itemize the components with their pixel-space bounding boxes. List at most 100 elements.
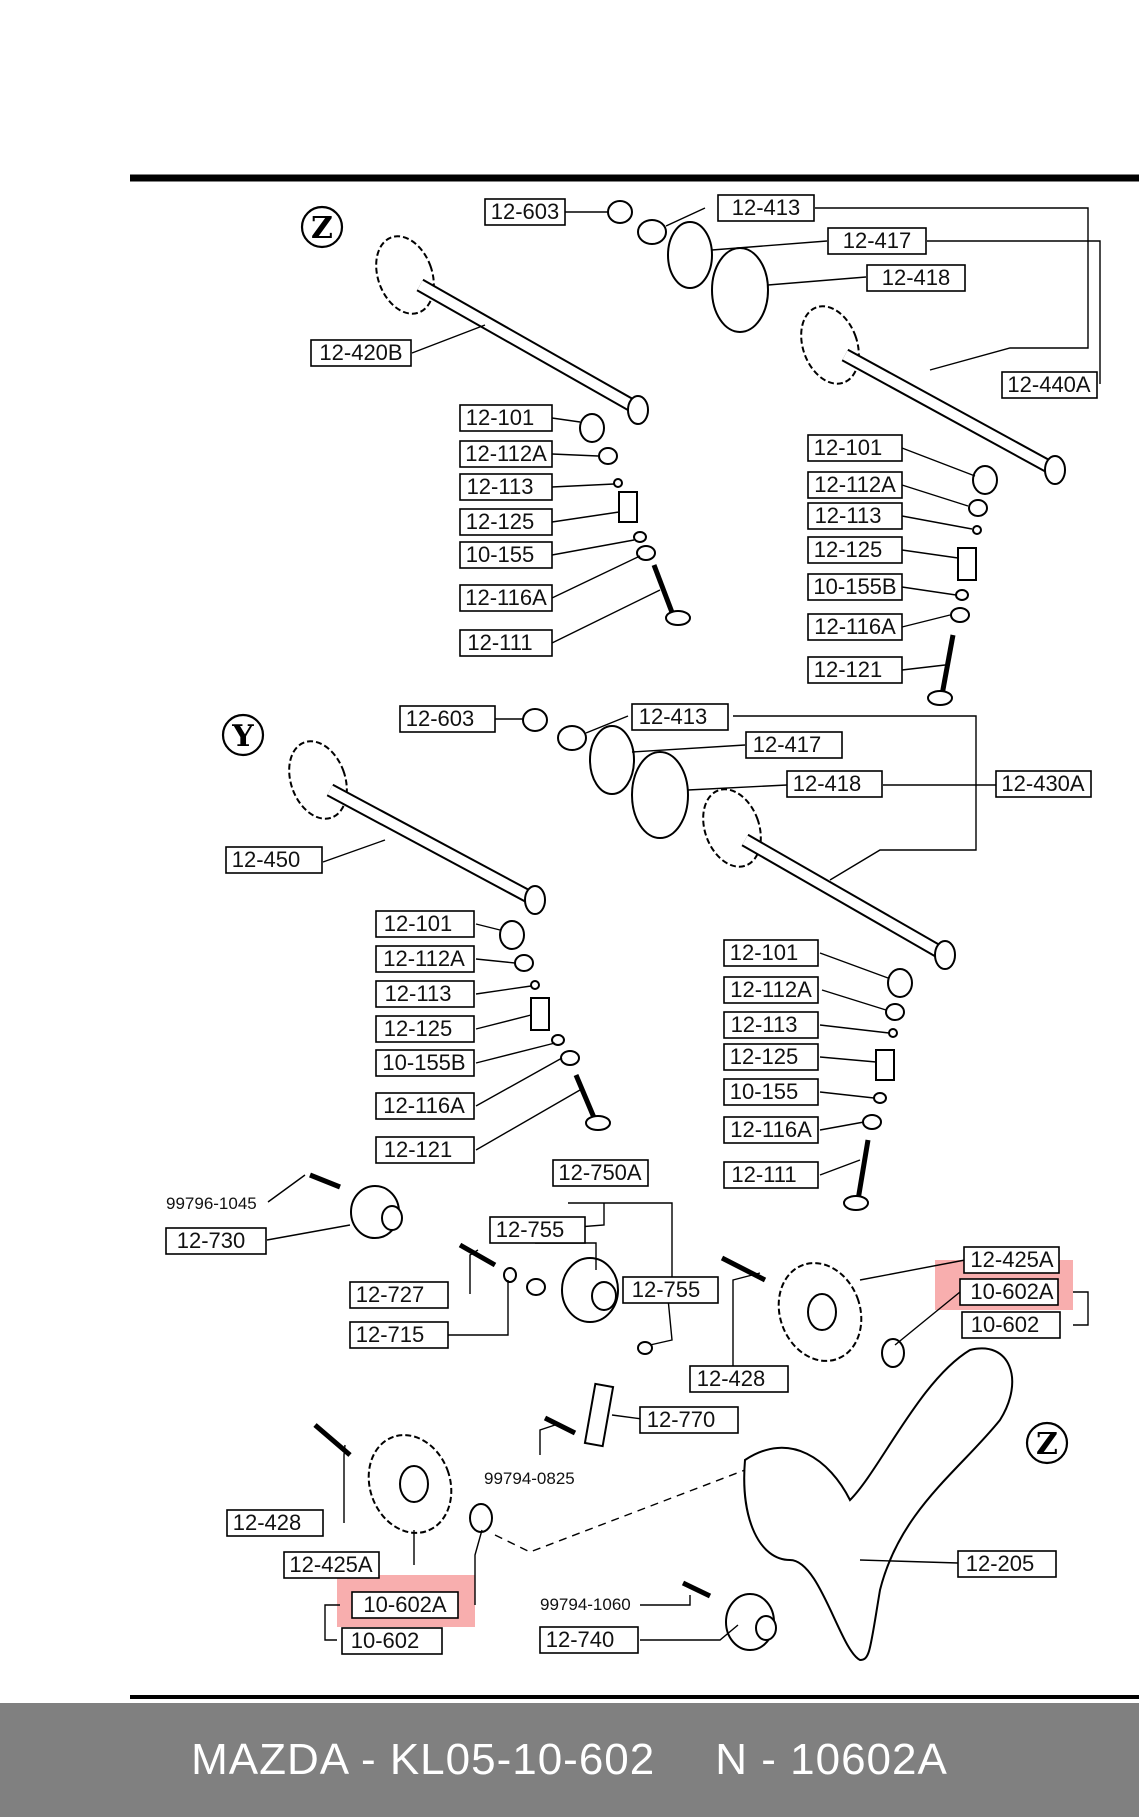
label-10-602-top: 10-602 — [961, 1311, 1061, 1339]
label-12-730: 12-730 — [165, 1227, 267, 1255]
svg-text:Z: Z — [311, 211, 333, 246]
label-b-12-116a: 12-116A — [807, 613, 903, 641]
label-a-12-112a: 12-112A — [459, 440, 553, 468]
svg-text:Z: Z — [1036, 1427, 1058, 1462]
svg-text:12-125: 12-125 — [814, 537, 883, 562]
svg-text:12-603: 12-603 — [406, 706, 475, 731]
svg-text:12-121: 12-121 — [814, 657, 883, 682]
svg-text:10-155B: 10-155B — [382, 1050, 465, 1075]
svg-text:12-113: 12-113 — [385, 981, 452, 1006]
label-12-425a-top: 12-425A — [963, 1246, 1060, 1274]
part-99794-0825: 99794-0825 — [484, 1469, 575, 1488]
washer-12-418-mid — [631, 751, 689, 839]
washer-12-418-top — [711, 247, 769, 333]
label-b-12-101: 12-101 — [807, 434, 903, 462]
svg-text:12-113: 12-113 — [731, 1012, 798, 1037]
valve-stack-b — [927, 465, 998, 706]
svg-text:12-750A: 12-750A — [558, 1160, 642, 1185]
svg-text:12-101: 12-101 — [384, 911, 453, 936]
label-12-450: 12-450 — [225, 846, 323, 874]
footer-alt-part-number: N - 10602A — [715, 1735, 948, 1784]
svg-text:12-101: 12-101 — [814, 435, 883, 460]
camshaft-12-430a — [702, 788, 956, 970]
label-12-440a: 12-440A — [1001, 371, 1098, 399]
svg-text:12-730: 12-730 — [177, 1228, 246, 1253]
svg-text:12-417: 12-417 — [843, 228, 912, 253]
idler-12-740 — [681, 1580, 777, 1651]
label-d-12-111: 12-111 — [723, 1161, 819, 1189]
label-10-602a-top: 10-602A — [959, 1278, 1059, 1306]
svg-text:10-602A: 10-602A — [970, 1279, 1054, 1304]
svg-text:12-450: 12-450 — [232, 847, 301, 872]
label-12-715: 12-715 — [349, 1321, 449, 1349]
washer-12-715 — [503, 1267, 517, 1283]
part-99796-1045: 99796-1045 — [166, 1194, 257, 1213]
svg-text:12-113: 12-113 — [815, 503, 882, 528]
label-a-12-113: 12-113 — [459, 473, 553, 501]
label-c-12-112a: 12-112A — [375, 945, 475, 973]
svg-text:12-440A: 12-440A — [1007, 372, 1091, 397]
label-12-205: 12-205 — [957, 1550, 1057, 1578]
svg-text:12-740: 12-740 — [546, 1627, 615, 1652]
label-12-417-mid: 12-417 — [745, 731, 843, 759]
valve-stack-a — [579, 413, 691, 626]
idler-12-730 — [309, 1172, 403, 1239]
svg-text:12-413: 12-413 — [639, 704, 708, 729]
svg-text:12-101: 12-101 — [466, 405, 535, 430]
svg-text:12-112A: 12-112A — [383, 946, 465, 971]
pulley-12-425a-top — [720, 1255, 905, 1368]
svg-text:12-425A: 12-425A — [289, 1552, 373, 1577]
label-12-740: 12-740 — [539, 1626, 639, 1654]
label-12-770: 12-770 — [639, 1406, 739, 1434]
svg-text:12-418: 12-418 — [793, 771, 862, 796]
svg-text:12-428: 12-428 — [233, 1510, 302, 1535]
label-12-750a: 12-750A — [552, 1159, 649, 1187]
label-c-12-125: 12-125 — [375, 1015, 475, 1043]
label-12-418-top: 12-418 — [866, 264, 966, 292]
label-12-428-top: 12-428 — [689, 1365, 789, 1393]
tensioner-12-750a — [458, 1242, 653, 1355]
seal-12-603-top — [607, 200, 633, 224]
label-12-418-mid: 12-418 — [786, 770, 883, 798]
svg-text:10-155B: 10-155B — [813, 574, 896, 599]
label-12-603-mid: 12-603 — [399, 705, 496, 733]
label-12-413-top: 12-413 — [717, 194, 815, 222]
label-a-12-111: 12-111 — [459, 629, 553, 657]
footer-brand-part-number: MAZDA - KL05-10-602 — [191, 1735, 656, 1784]
seal-12-603-mid — [522, 708, 548, 732]
svg-text:12-112A: 12-112A — [465, 441, 547, 466]
svg-text:12-417: 12-417 — [753, 732, 822, 757]
nut-12-413-top — [637, 219, 667, 245]
svg-text:12-125: 12-125 — [466, 509, 535, 534]
svg-text:12-116A: 12-116A — [465, 585, 547, 610]
label-a-12-125: 12-125 — [459, 508, 553, 536]
leader-lines — [266, 207, 1101, 1641]
label-c-10-155b: 10-155B — [375, 1049, 475, 1077]
label-d-12-116a: 12-116A — [723, 1116, 819, 1144]
label-b-12-121: 12-121 — [807, 656, 903, 684]
svg-text:12-603: 12-603 — [491, 199, 560, 224]
svg-text:12-121: 12-121 — [384, 1137, 453, 1162]
svg-text:12-111: 12-111 — [731, 1162, 796, 1187]
label-a-12-101: 12-101 — [459, 404, 553, 432]
svg-text:12-112A: 12-112A — [814, 472, 896, 497]
svg-text:10-602A: 10-602A — [363, 1592, 447, 1617]
svg-text:12-770: 12-770 — [647, 1407, 716, 1432]
pulley-12-425a-bottom — [313, 1423, 493, 1534]
svg-text:12-418: 12-418 — [882, 265, 951, 290]
label-b-12-113: 12-113 — [807, 502, 903, 530]
svg-text:12-755: 12-755 — [496, 1217, 565, 1242]
label-d-12-125: 12-125 — [723, 1043, 819, 1071]
label-d-12-112a: 12-112A — [723, 976, 819, 1004]
svg-text:12-101: 12-101 — [730, 940, 799, 965]
svg-text:12-755: 12-755 — [632, 1277, 701, 1302]
label-12-420b: 12-420B — [310, 339, 412, 367]
label-10-602-bottom: 10-602 — [341, 1627, 443, 1655]
svg-text:12-116A: 12-116A — [814, 614, 896, 639]
valve-stack-d — [843, 968, 913, 1211]
svg-text:12-425A: 12-425A — [970, 1247, 1054, 1272]
svg-text:12-430A: 12-430A — [1001, 771, 1085, 796]
svg-text:10-602: 10-602 — [971, 1312, 1040, 1337]
svg-text:12-116A: 12-116A — [730, 1117, 812, 1142]
label-d-12-113: 12-113 — [723, 1011, 819, 1039]
